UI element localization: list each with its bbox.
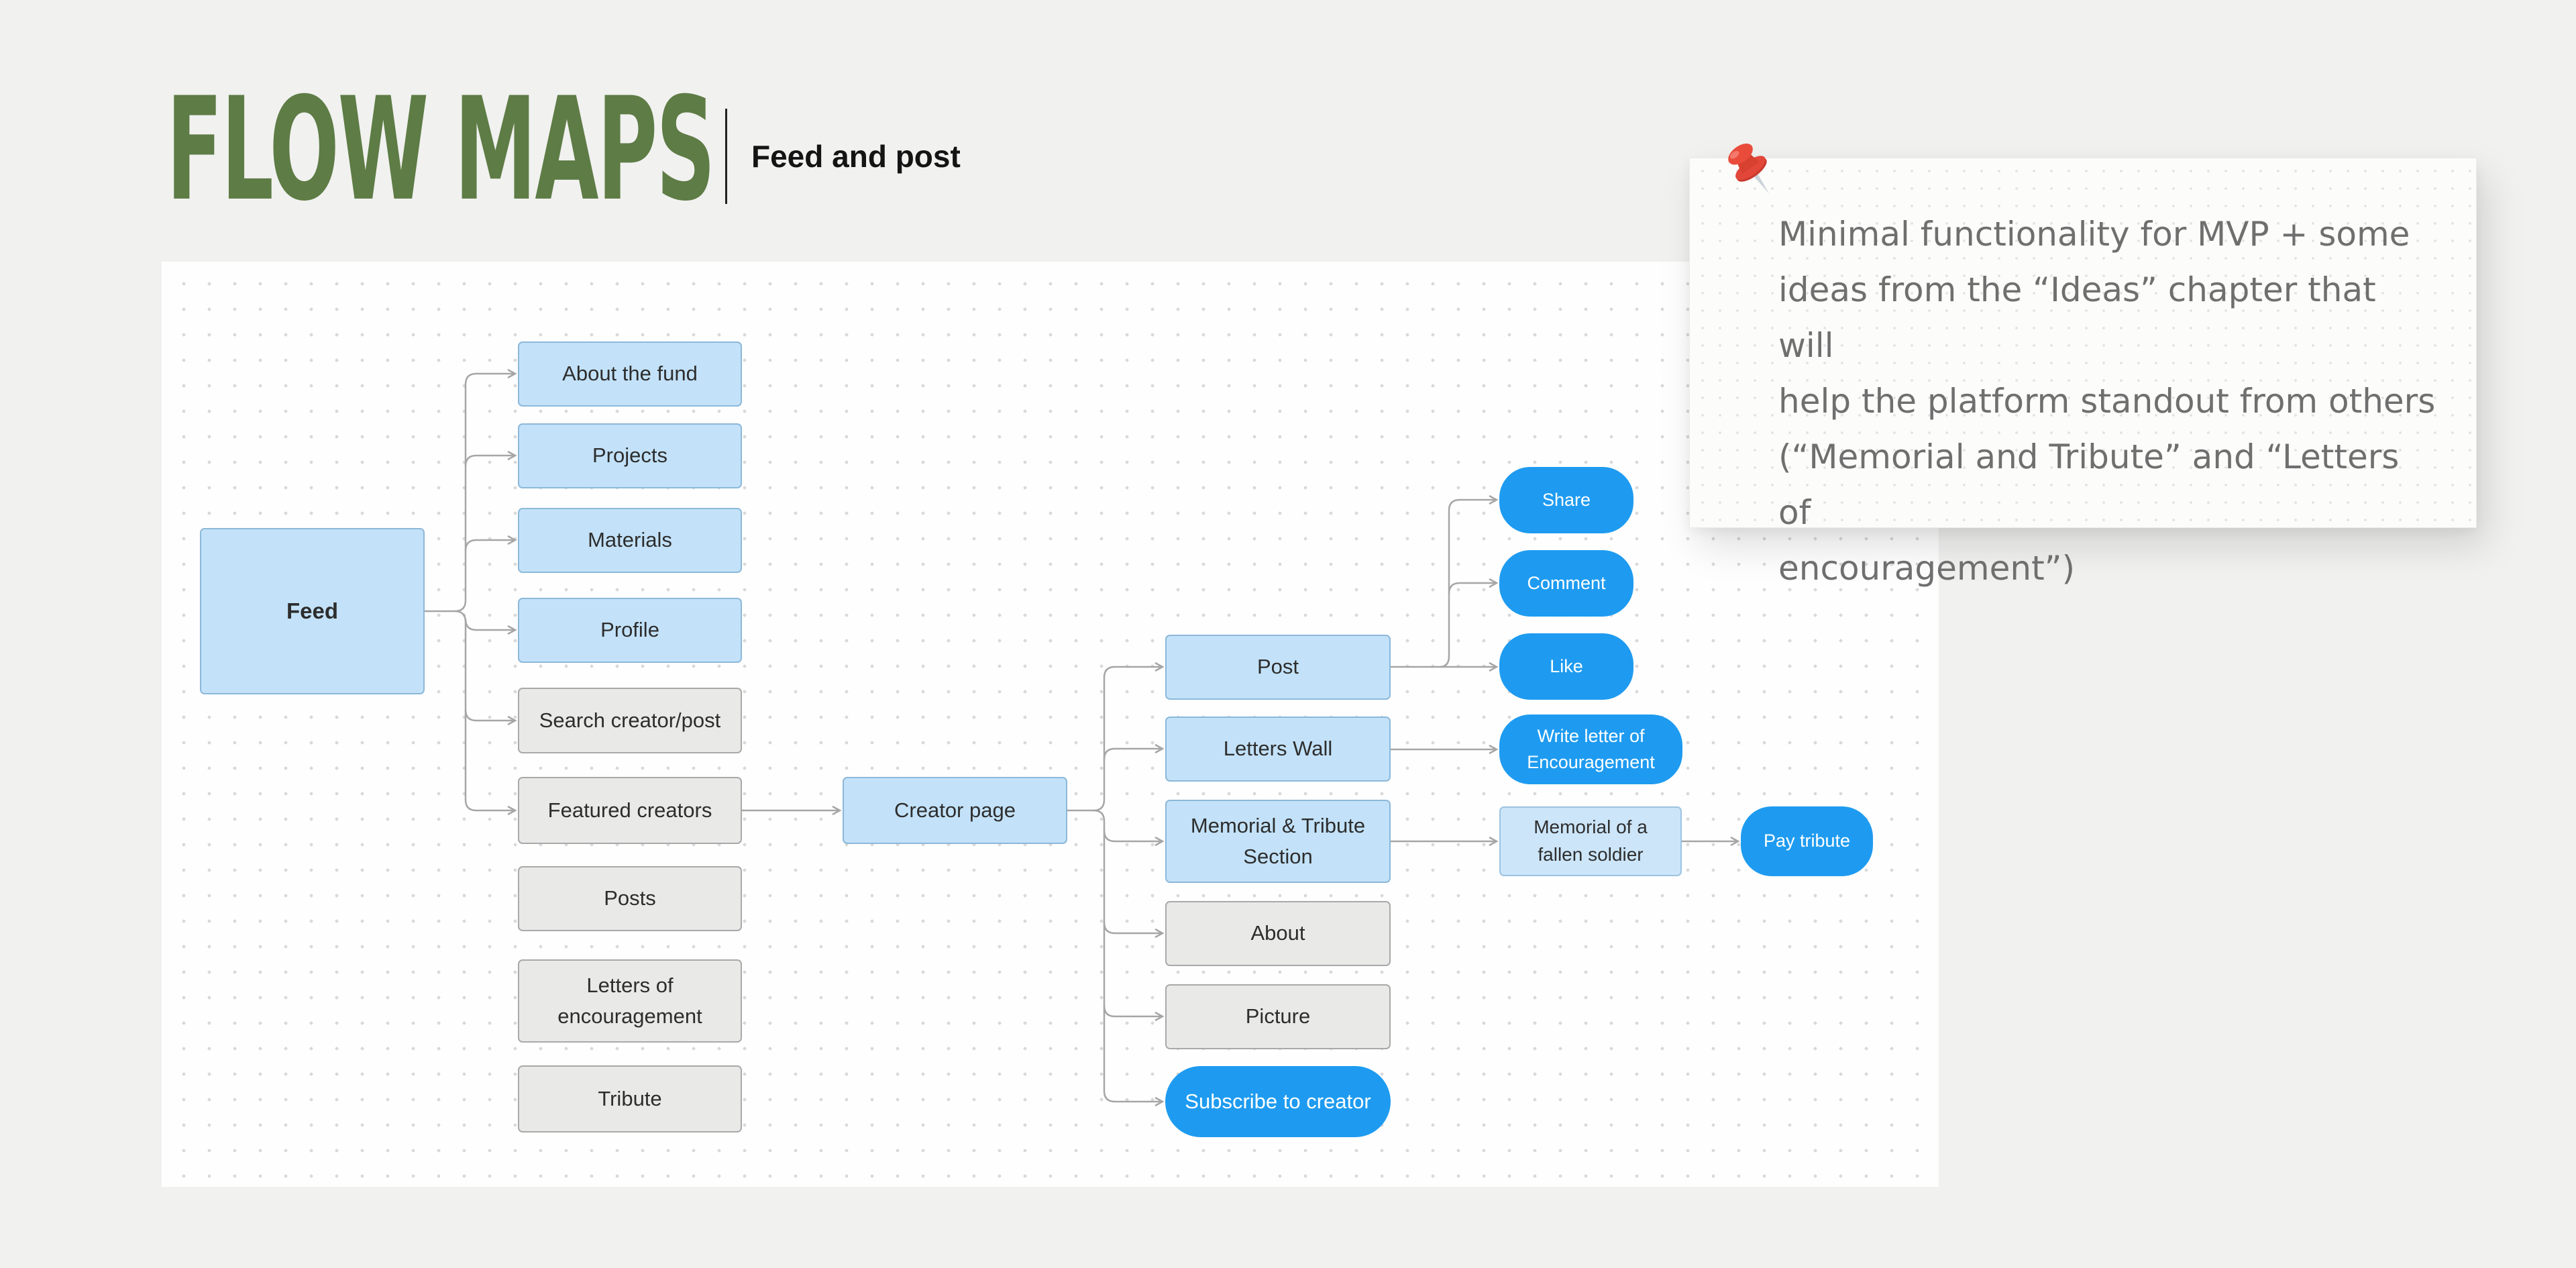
node-letters-of-encouragement[interactable]: Letters of encouragement	[518, 959, 742, 1043]
node-write-letter-of-encouragement[interactable]: Write letter of Encouragement	[1499, 715, 1682, 784]
note-line: help the platform standout from others	[1778, 382, 2436, 421]
node-picture[interactable]: Picture	[1165, 984, 1391, 1049]
node-about-the-fund[interactable]: About the fund	[518, 341, 742, 407]
node-post[interactable]: Post	[1165, 635, 1391, 700]
note-line: (“Memorial and Tribute” and “Letters of	[1778, 437, 2400, 532]
app-logo: FLOW MAPS	[166, 66, 716, 232]
node-posts[interactable]: Posts	[518, 866, 742, 931]
node-comment[interactable]: Comment	[1499, 550, 1633, 617]
node-pay-tribute[interactable]: Pay tribute	[1741, 806, 1873, 876]
node-creator-page[interactable]: Creator page	[843, 777, 1067, 844]
page-title: Feed and post	[751, 139, 961, 174]
header-divider	[725, 109, 727, 204]
node-about[interactable]: About	[1165, 901, 1391, 966]
node-memorial-tribute-section[interactable]: Memorial & Tribute Section	[1165, 800, 1391, 883]
node-like[interactable]: Like	[1499, 633, 1633, 700]
node-materials[interactable]: Materials	[518, 508, 742, 573]
node-projects[interactable]: Projects	[518, 423, 742, 488]
note-text: Minimal functionality for MVP + some ide…	[1778, 207, 2436, 596]
note-line: ideas from the “Ideas” chapter that will	[1778, 270, 2376, 365]
node-profile[interactable]: Profile	[518, 598, 742, 663]
node-featured-creators[interactable]: Featured creators	[518, 777, 742, 844]
node-subscribe-to-creator[interactable]: Subscribe to creator	[1165, 1066, 1391, 1137]
node-letters-wall[interactable]: Letters Wall	[1165, 717, 1391, 782]
sticky-note[interactable]: Minimal functionality for MVP + some ide…	[1689, 144, 2477, 588]
node-memorial-of-fallen-soldier[interactable]: Memorial of a fallen soldier	[1499, 806, 1682, 876]
node-search-creator-post[interactable]: Search creator/post	[518, 688, 742, 753]
node-feed[interactable]: Feed	[200, 528, 425, 694]
note-line: Minimal functionality for MVP + some	[1778, 215, 2410, 254]
node-tribute[interactable]: Tribute	[518, 1065, 742, 1132]
note-line: encouragement”)	[1778, 549, 2076, 588]
pushpin-icon	[1728, 144, 1770, 194]
node-share[interactable]: Share	[1499, 467, 1633, 533]
